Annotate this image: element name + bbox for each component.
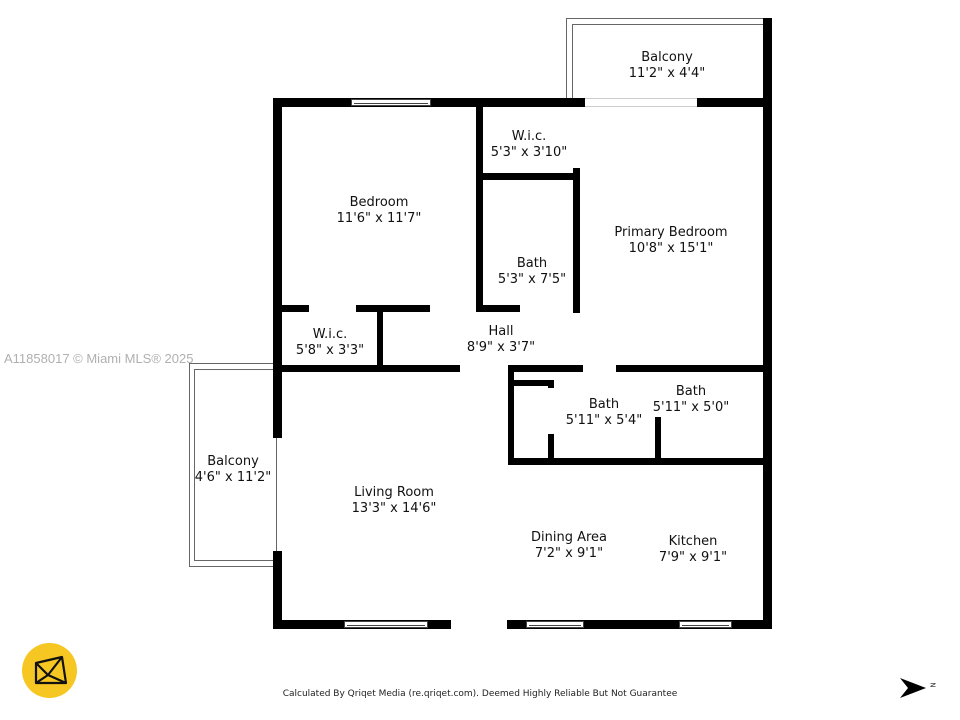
room-balcony-left: Balcony 4'6" x 11'2": [195, 454, 271, 486]
room-bath-mid: Bath 5'11" x 5'4": [566, 397, 642, 429]
wall-wic-east: [377, 305, 383, 371]
room-name: W.i.c.: [511, 129, 547, 144]
room-name: Bath: [675, 384, 707, 399]
room-living-room: Living Room 13'3" x 14'6": [352, 485, 437, 517]
wall-closet-top: [508, 380, 554, 386]
room-hall: Hall 8'9" x 3'7": [467, 324, 535, 356]
wall-hall-south-a: [508, 365, 583, 372]
room-name: W.i.c.: [312, 327, 348, 342]
room-name: Kitchen: [668, 534, 718, 549]
window-kitchen: [679, 621, 732, 628]
room-dims: 7'9" x 9'1": [658, 550, 728, 565]
room-name: Hall: [488, 324, 514, 339]
window-bedroom: [351, 99, 431, 106]
wall-bedroom-east: [476, 98, 483, 311]
wall-right: [763, 18, 772, 629]
room-dims: 5'11" x 5'4": [565, 413, 643, 428]
mls-watermark: A11858017 © Miami MLS® 2025: [4, 351, 194, 366]
wall-left-lower: [273, 551, 282, 629]
footer-disclaimer: Calculated By Qriqet Media (re.qriqet.co…: [282, 689, 678, 699]
room-bath-top: Bath 5'3" x 7'5": [498, 256, 566, 288]
room-name: Bath: [588, 397, 620, 412]
room-balcony-top: Balcony 11'2" x 4'4": [629, 50, 705, 82]
wall-hall-south-b: [616, 365, 772, 372]
qriqet-logo: [22, 643, 77, 698]
window-living: [344, 621, 428, 628]
north-compass: N: [898, 676, 938, 704]
north-arrow-icon: [900, 678, 926, 698]
wall-wic-south: [273, 365, 460, 372]
room-bath-right: Bath 5'11" x 5'0": [653, 384, 729, 416]
door-balcony-top: [585, 98, 697, 107]
wall-bedroom-south-a: [273, 305, 309, 312]
room-dims: 5'3" x 3'10": [490, 145, 568, 160]
room-bedroom: Bedroom 11'6" x 11'7": [337, 195, 422, 227]
room-dims: 5'11" x 5'0": [652, 400, 730, 415]
wall-closet-west: [508, 365, 514, 465]
room-dims: 8'9" x 3'7": [466, 340, 536, 355]
wall-left-upper: [273, 98, 282, 438]
room-name: Dining Area: [530, 530, 608, 545]
room-name: Balcony: [207, 454, 259, 469]
wall-bottom-right: [507, 620, 772, 629]
compass-letter: N: [928, 682, 937, 688]
window-dining: [526, 621, 584, 628]
room-name: Balcony: [641, 50, 693, 65]
balcony-left-inner: [194, 369, 277, 561]
room-kitchen: Kitchen 7'9" x 9'1": [659, 534, 727, 566]
room-dims: 10'8" x 15'1": [628, 241, 714, 256]
wall-bedroom-south-b: [356, 305, 430, 312]
room-name: Bath: [516, 256, 548, 271]
door-bath-mid: [548, 388, 554, 434]
room-primary-bedroom: Primary Bedroom 10'8" x 15'1": [614, 225, 727, 257]
room-dims: 7'2" x 9'1": [534, 546, 604, 561]
room-name: Primary Bedroom: [614, 225, 728, 240]
wall-bath-south: [476, 305, 520, 312]
room-dining-area: Dining Area 7'2" x 9'1": [531, 530, 607, 562]
wall-wic-bath: [476, 173, 580, 180]
room-dims: 5'8" x 3'3": [295, 343, 365, 358]
room-dims: 11'2" x 4'4": [628, 66, 706, 81]
room-name: Bedroom: [349, 195, 409, 210]
room-dims: 5'3" x 7'5": [497, 272, 567, 287]
logo-mark-icon: [34, 655, 68, 685]
room-dims: 11'6" x 11'7": [336, 211, 422, 226]
room-name: Living Room: [354, 485, 434, 500]
room-dims: 13'3" x 14'6": [351, 501, 437, 516]
room-wic-top: W.i.c. 5'3" x 3'10": [491, 129, 567, 161]
wall-bath-south: [508, 458, 772, 465]
room-dims: 4'6" x 11'2": [194, 470, 272, 485]
wall-bath-divider: [655, 417, 661, 465]
room-wic-left: W.i.c. 5'8" x 3'3": [296, 327, 364, 359]
wall-bath-east: [573, 168, 580, 313]
wall-top-right: [697, 98, 771, 107]
